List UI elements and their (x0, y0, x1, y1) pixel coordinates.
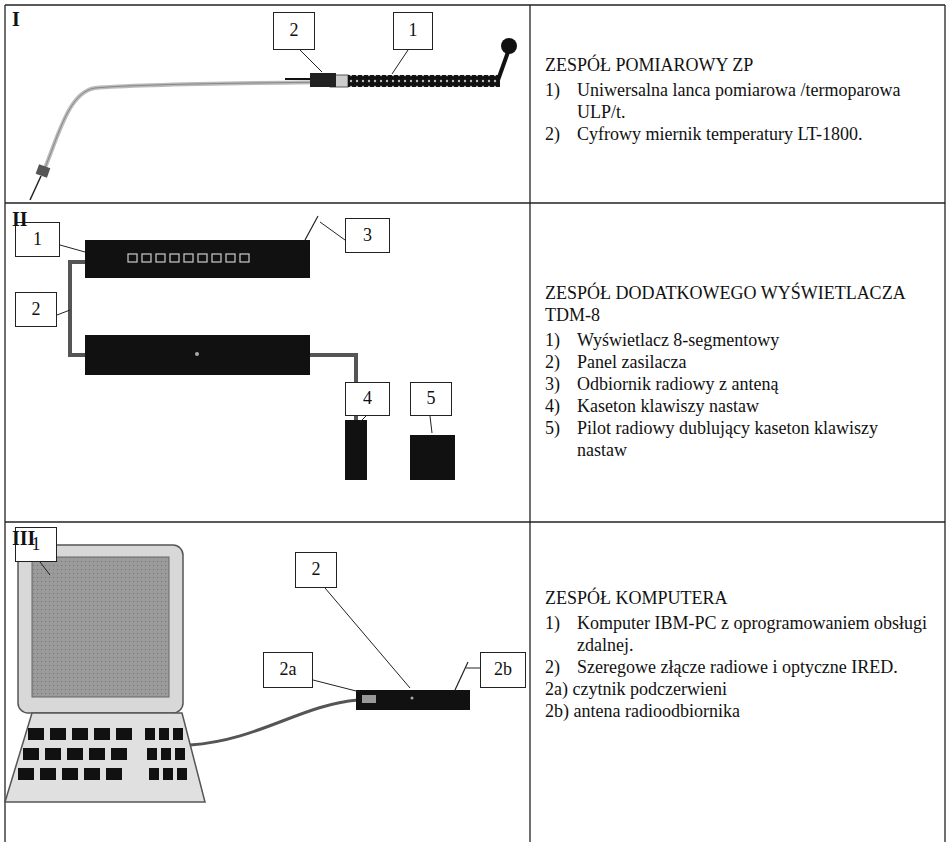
row-number: II (12, 208, 28, 231)
callout-box: 2 (15, 292, 57, 327)
group-title: ZESPÓŁ KOMPUTERA (545, 588, 930, 610)
keyboard-key (177, 768, 187, 780)
item-number: 2) (545, 124, 577, 146)
keyboard-key (159, 728, 169, 740)
item-number: 4) (545, 396, 577, 418)
keyboard-key (173, 728, 183, 740)
callout-box: 4 (345, 382, 390, 416)
callout-number: 1 (409, 21, 418, 41)
table-grid (5, 5, 945, 842)
leader-line (57, 222, 432, 433)
keyboard-key (23, 748, 39, 760)
keyboard-key (94, 728, 110, 740)
list-item: 1)Uniwersalna lanca pomiarowa /termoparo… (545, 80, 930, 124)
display-unit (70, 216, 455, 480)
list-item: 1)Komputer IBM-PC z oprogramowaniem obsł… (545, 613, 930, 657)
callout-number: 2 (290, 21, 299, 41)
list-item: 2)Panel zasilacza (545, 352, 930, 374)
group-title: ZESPÓŁ POMIAROWY ZP (545, 55, 930, 77)
keyboard-key (40, 768, 56, 780)
item-text: 2a) czytnik podczerwieni (545, 679, 930, 701)
item-number: 1) (545, 330, 577, 352)
list-item: 4)Kaseton klawiszy nastaw (545, 396, 930, 418)
table-cell: ZESPÓŁ POMIAROWY ZP 1)Uniwersalna lanca p… (545, 55, 930, 146)
keyboard-key (45, 748, 61, 760)
callout-box: 2b (480, 652, 526, 688)
callout-number: 2a (280, 660, 297, 680)
item-number: 5) (545, 418, 577, 462)
keyboard-key (175, 748, 185, 760)
keyboard-key (116, 728, 132, 740)
group-title: ZESPÓŁ DODATKOWEGO WYŚWIETLACZA TDM-8 (545, 283, 930, 327)
leader-line (300, 50, 408, 74)
keyboard-key (18, 768, 34, 780)
item-text: Wyświetlacz 8-segmentowy (577, 330, 930, 352)
callout-number: 2b (494, 660, 512, 680)
keyboard-key (149, 768, 159, 780)
row-number: III (12, 527, 35, 550)
table-cell: ZESPÓŁ DODATKOWEGO WYŚWIETLACZA TDM-8 1)W… (545, 283, 930, 462)
list-item: 3)Odbiornik radiowy z anteną (545, 374, 930, 396)
callout-number: 5 (427, 389, 436, 409)
callout-box: 2 (273, 12, 315, 50)
list-item: 2)Cyfrowy miernik temperatury LT-1800. (545, 124, 930, 146)
callout-box: 2 (295, 552, 337, 588)
item-number: 1) (545, 613, 577, 657)
row-number: I (12, 8, 20, 31)
keyboard-key (62, 768, 78, 780)
keyboard-key (161, 748, 171, 760)
item-number: 3) (545, 374, 577, 396)
callout-box: 2a (263, 652, 313, 688)
callout-number: 3 (363, 226, 372, 246)
list-item: 1)Wyświetlacz 8-segmentowy (545, 330, 930, 352)
keyboard-key (50, 728, 66, 740)
item-text: 2b) antena radioodbiornika (545, 701, 930, 723)
list-item: 2)Szeregowe złącze radiowe i optyczne IR… (545, 657, 930, 679)
keyboard-key (163, 768, 173, 780)
keyboard-key (84, 768, 100, 780)
callout-number: 4 (363, 389, 372, 409)
list-item: 5)Pilot radiowy dublujący kaseton klawis… (545, 418, 930, 462)
item-text: Kaseton klawiszy nastaw (577, 396, 930, 418)
item-number: 2) (545, 657, 577, 679)
item-text: Uniwersalna lanca pomiarowa /termoparowa… (577, 80, 930, 124)
item-number: 2) (545, 352, 577, 374)
keyboard-key (145, 728, 155, 740)
table-cell: ZESPÓŁ KOMPUTERA 1)Komputer IBM-PC z opro… (545, 588, 930, 723)
keyboard-key (28, 728, 44, 740)
callout-box: 3 (345, 218, 390, 253)
keyboard-key (67, 748, 83, 760)
measuring-lance (30, 38, 517, 200)
item-text: Komputer IBM-PC z oprogramowaniem obsług… (577, 613, 930, 657)
keyboard-key (147, 748, 157, 760)
callout-number: 1 (33, 230, 42, 250)
computer (5, 545, 470, 802)
item-text: Panel zasilacza (577, 352, 930, 374)
callout-number: 2 (312, 560, 321, 580)
keyboard-key (89, 748, 105, 760)
item-text: Szeregowe złącze radiowe i optyczne IRED… (577, 657, 930, 679)
item-text: Cyfrowy miernik temperatury LT-1800. (577, 124, 930, 146)
callout-number: 2 (32, 300, 41, 320)
keyboard-key (111, 748, 127, 760)
callout-box: 5 (410, 382, 452, 416)
keyboard-key (106, 768, 122, 780)
item-text: Odbiornik radiowy z anteną (577, 374, 930, 396)
keyboard-key (72, 728, 88, 740)
item-text: Pilot radiowy dublujący kaseton klawiszy… (577, 418, 930, 462)
leader-line (40, 562, 480, 692)
callout-box: 1 (393, 12, 433, 50)
item-number: 1) (545, 80, 577, 124)
